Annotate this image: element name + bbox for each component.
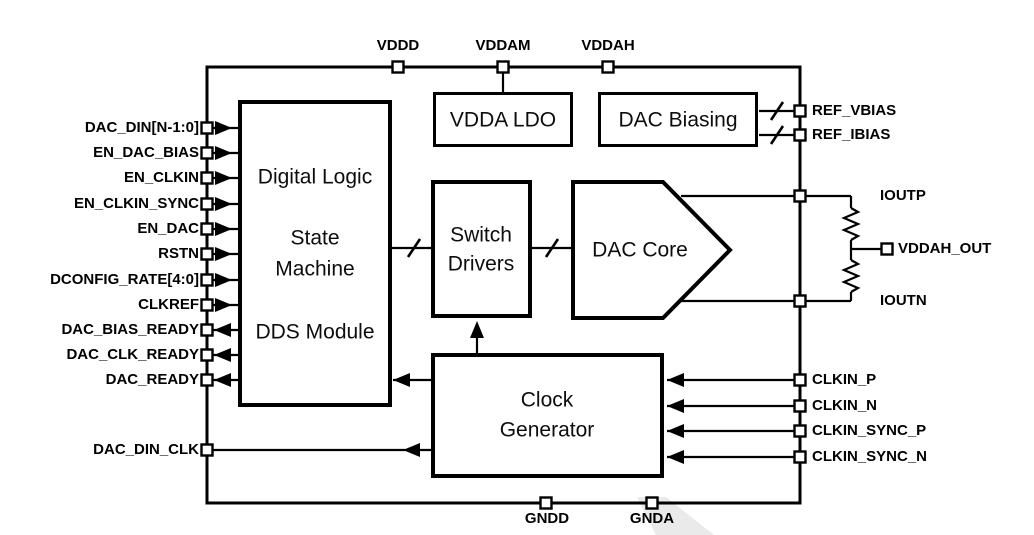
pin-label-gnda: GNDA	[629, 510, 675, 527]
pin-label-vddah: VDDAH	[581, 37, 635, 54]
pin-square-rstn	[200, 247, 214, 261]
arrowheads	[214, 121, 684, 464]
clock-generator-label-line1: Clock	[520, 388, 574, 412]
pin-square-vddam	[496, 60, 510, 74]
dac-biasing-label: DAC Biasing	[618, 108, 738, 132]
pin-label-en-dac-bias: EN_DAC_BIAS	[93, 144, 199, 161]
pin-square-clkin-n	[793, 399, 807, 413]
pin-label-dconfig-rate: DCONFIG_RATE[4:0]	[50, 271, 199, 288]
pin-square-ref-ibias	[793, 128, 807, 142]
bus-slashes	[406, 101, 785, 258]
pin-square-dac-clk-ready	[200, 348, 214, 362]
pin-label-dac-din: DAC_DIN[N-1:0]	[84, 119, 199, 136]
pin-square-en-clkin-sync	[200, 197, 214, 211]
pin-squares	[200, 60, 894, 510]
vdda-ldo-block	[433, 92, 573, 147]
switch-drivers-label-line2: Drivers	[447, 252, 515, 276]
switch-drivers-block	[431, 180, 532, 318]
pin-square-dconfig-rate	[200, 273, 214, 287]
pin-square-dac-ready	[200, 373, 214, 387]
pin-label-vddd: VDDD	[376, 37, 420, 54]
bus-slash-ref-ibias	[769, 125, 785, 145]
pin-label-en-clkin-sync: EN_CLKIN_SYNC	[73, 195, 199, 212]
pin-square-clkref	[200, 298, 214, 312]
pin-label-ref-vbias: REF_VBIAS	[812, 102, 897, 119]
digital-logic-block	[238, 100, 392, 407]
bus-slash-sd-dc	[544, 238, 560, 258]
pin-label-dac-bias-ready: DAC_BIAS_READY	[61, 321, 199, 338]
pin-square-dac-bias-ready	[200, 323, 214, 337]
pin-label-dac-clk-ready: DAC_CLK_READY	[66, 346, 199, 363]
dac-core-shape	[571, 180, 733, 320]
dac-biasing-block	[598, 92, 758, 147]
bus-slash-ref-vbias	[769, 101, 785, 121]
pin-label-gndd: GNDD	[524, 510, 570, 527]
pin-square-en-clkin	[200, 171, 214, 185]
pin-label-en-dac: EN_DAC	[137, 220, 199, 237]
state-machine-label-line2: Machine	[275, 257, 355, 281]
resistor-bottom	[841, 259, 861, 293]
switch-drivers-label-line1: Switch	[450, 223, 512, 247]
resistor-top	[841, 207, 861, 241]
pin-square-clkin-sync-p	[793, 424, 807, 438]
pin-square-ref-vbias	[793, 104, 807, 118]
pin-label-en-clkin: EN_CLKIN	[123, 169, 199, 186]
pin-label-dac-ready: DAC_READY	[105, 371, 199, 388]
pin-label-clkin-n: CLKIN_N	[812, 397, 878, 414]
pin-label-vddam: VDDAM	[475, 37, 531, 54]
pin-square-clkin-sync-n	[793, 450, 807, 464]
pin-label-clkin-sync-p: CLKIN_SYNC_P	[812, 422, 927, 439]
pin-square-vddah	[601, 60, 615, 74]
pin-square-ioutp	[793, 189, 807, 203]
pin-square-gnda	[645, 496, 659, 510]
state-machine-label-line1: State	[290, 226, 340, 250]
dds-module-label: DDS Module	[255, 320, 375, 344]
pin-label-ref-ibias: REF_IBIAS	[812, 126, 891, 143]
pin-label-clkin-p: CLKIN_P	[812, 371, 877, 388]
vdda-ldo-label: VDDA LDO	[449, 108, 557, 132]
pin-label-clkin-sync-n: CLKIN_SYNC_N	[812, 448, 928, 465]
pin-square-dac-din	[200, 121, 214, 135]
bus-slash-dl-sd	[406, 238, 422, 258]
pin-label-dac-din-clk: DAC_DIN_CLK	[93, 441, 199, 458]
pin-square-clkin-p	[793, 373, 807, 387]
pin-square-vddd	[391, 60, 405, 74]
pin-label-ioutp: IOUTP	[880, 187, 926, 204]
pin-square-ioutn	[793, 294, 807, 308]
pin-label-clkref: CLKREF	[138, 296, 199, 313]
pin-label-vddah-out: VDDAH_OUT	[898, 240, 992, 257]
digital-logic-label: Digital Logic	[257, 165, 373, 189]
clock-generator-block	[431, 353, 664, 478]
pin-label-ioutn: IOUTN	[880, 292, 927, 309]
dac-core-label: DAC Core	[592, 238, 688, 262]
clock-generator-label-line2: Generator	[499, 418, 595, 442]
pin-label-rstn: RSTN	[158, 245, 199, 262]
pin-square-en-dac-bias	[200, 146, 214, 160]
pin-square-gndd	[539, 496, 553, 510]
pin-square-dac-din-clk	[200, 443, 214, 457]
pin-square-en-dac	[200, 222, 214, 236]
pin-square-vddah-out	[880, 242, 894, 256]
